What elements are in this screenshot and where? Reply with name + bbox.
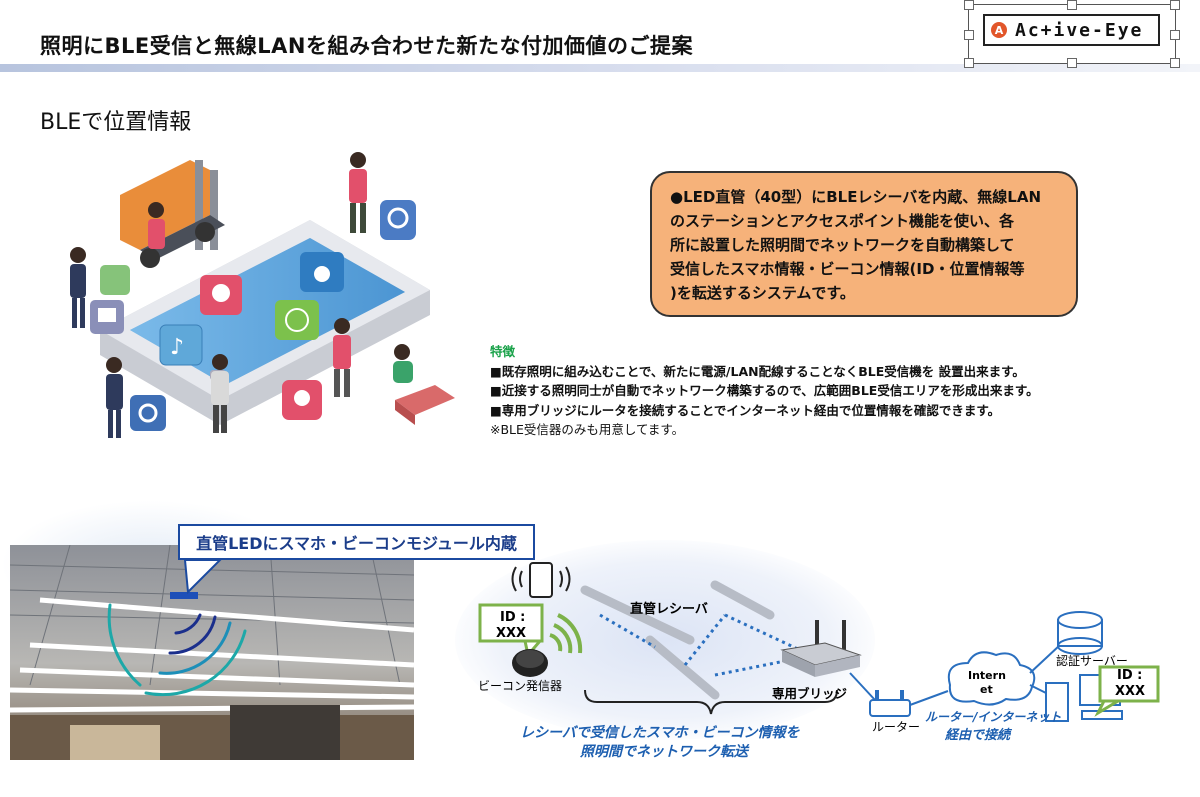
beacon-label: ビーコン発信器 [478,679,562,693]
led-tube-lights [10,597,414,713]
network-diagram: ID : XXX [478,562,1160,760]
search-tile-icon [380,200,416,240]
resize-handle[interactable] [1067,58,1077,68]
smartphone-location-illustration: ♪ [70,152,455,438]
resize-handle[interactable] [964,30,974,40]
feature-item: ■近接する照明同士が自動でネットワーク構築するので、広範囲BLE受信エリアを形成… [490,383,1039,398]
map-pin-app-icon [200,275,242,315]
person-icon [148,202,165,249]
logo-selection-frame[interactable] [964,0,1180,68]
bridge-label: 専用ブリッジ [772,686,848,701]
router-caption-1: ルーター/インターネット [925,710,1061,724]
callout-pointer [183,560,222,595]
person-icon [349,152,367,233]
led-callout: 直管LEDにスマホ・ビーコンモジュール内蔵 [178,524,535,560]
location-pin-tile-icon [282,380,322,420]
page-title: 照明にBLE受信と無線LANを組み合わせた新たな付加価値のご提案 [40,34,693,58]
summary-box: ●LED直管（40型）にBLEレシーバを内蔵、無線LAN のステーションとアクセ… [650,171,1078,317]
server-id-line2: XXX [1115,684,1145,699]
music-app-icon: ♪ [159,324,203,366]
summary-line: )を転送するシステムです。 [670,284,855,302]
highlighted-led-tube [170,592,198,599]
person-icon [211,354,229,433]
box-tile-icon [395,385,455,425]
router-label: ルーター [872,720,920,734]
summary-line: 所に設置した照明間でネットワークを自動構築して [670,236,1015,254]
transfer-caption-1: レシーバで受信したスマホ・ビーコン情報を [520,724,800,741]
store-ceiling-photo [10,545,414,760]
internet-label: Intern [968,669,1006,682]
beacon-device-icon [512,613,583,677]
summary-line: ●LED直管（40型）にBLEレシーバを内蔵、無線LAN [670,188,1042,206]
logo-mark-icon: A [991,22,1007,38]
transfer-caption-2: 照明間でネットワーク転送 [579,743,750,760]
resize-handle[interactable] [1170,58,1180,68]
resize-handle[interactable] [1170,0,1180,10]
logo-text: Ac+ive-Eye [1015,19,1144,41]
summary-line: のステーションとアクセスポイント機能を使い、各 [670,212,1014,230]
document-icon [100,265,130,295]
bridge-device-icon [780,620,862,677]
features-heading: 特徴 [490,344,516,359]
monitor-icon [90,300,124,334]
router-icon [869,690,911,717]
feature-item: ■既存照明に組み込むことで、新たに電源/LAN配線することなくBLE受信機を 設… [490,363,1025,379]
internet-cloud-icon [947,651,1036,706]
person-icon [106,357,123,438]
person-icon [393,344,413,383]
globe-app-icon [275,300,319,340]
title-underline-bar [0,64,1200,72]
feature-item: ■専用ブリッジにルータを接続することでインターネット経由で位置情報を確認できます… [490,402,1001,418]
svg-text:♪: ♪ [170,335,184,360]
features-note: ※BLE受信器のみも用意してます。 [490,422,685,437]
grouping-brace [584,689,838,715]
beacon-id-tag [478,603,544,659]
receiver-label: 直管レシーバ [630,601,708,617]
internet-label-2: et [980,683,993,696]
led-receiver-tubes [580,580,775,700]
summary-line: 受信したスマホ情報・ビーコン情報(ID・位置情報等 [670,260,1025,278]
beacon-id-line2: XXX [496,626,526,641]
person-icon [70,247,86,328]
router-caption-2: 経由で接続 [944,727,1013,743]
features-list: 特徴 ■既存照明に組み込むことで、新たに電源/LAN配線することなくBLE受信機… [490,342,1039,440]
forklift-icon [120,160,225,268]
server-id-line1: ID : [1117,668,1142,683]
gear-icon [130,395,166,431]
server-id-tag [1094,665,1160,717]
resize-handle[interactable] [1170,30,1180,40]
resize-handle[interactable] [964,58,974,68]
section-title: BLEで位置情報 [40,110,192,135]
ble-signal-waves [107,603,247,697]
beacon-id-line1: ID : [500,610,525,625]
resize-handle[interactable] [964,0,974,10]
mesh-links [599,613,801,677]
company-logo: A Ac+ive-Eye [983,14,1160,46]
server-label: 認証サーバー [1056,653,1128,668]
smartphone-icon [511,562,571,598]
resize-handle[interactable] [1067,0,1077,10]
person-icon [333,318,351,397]
wifi-app-icon [300,252,344,292]
database-icon [1057,611,1103,655]
